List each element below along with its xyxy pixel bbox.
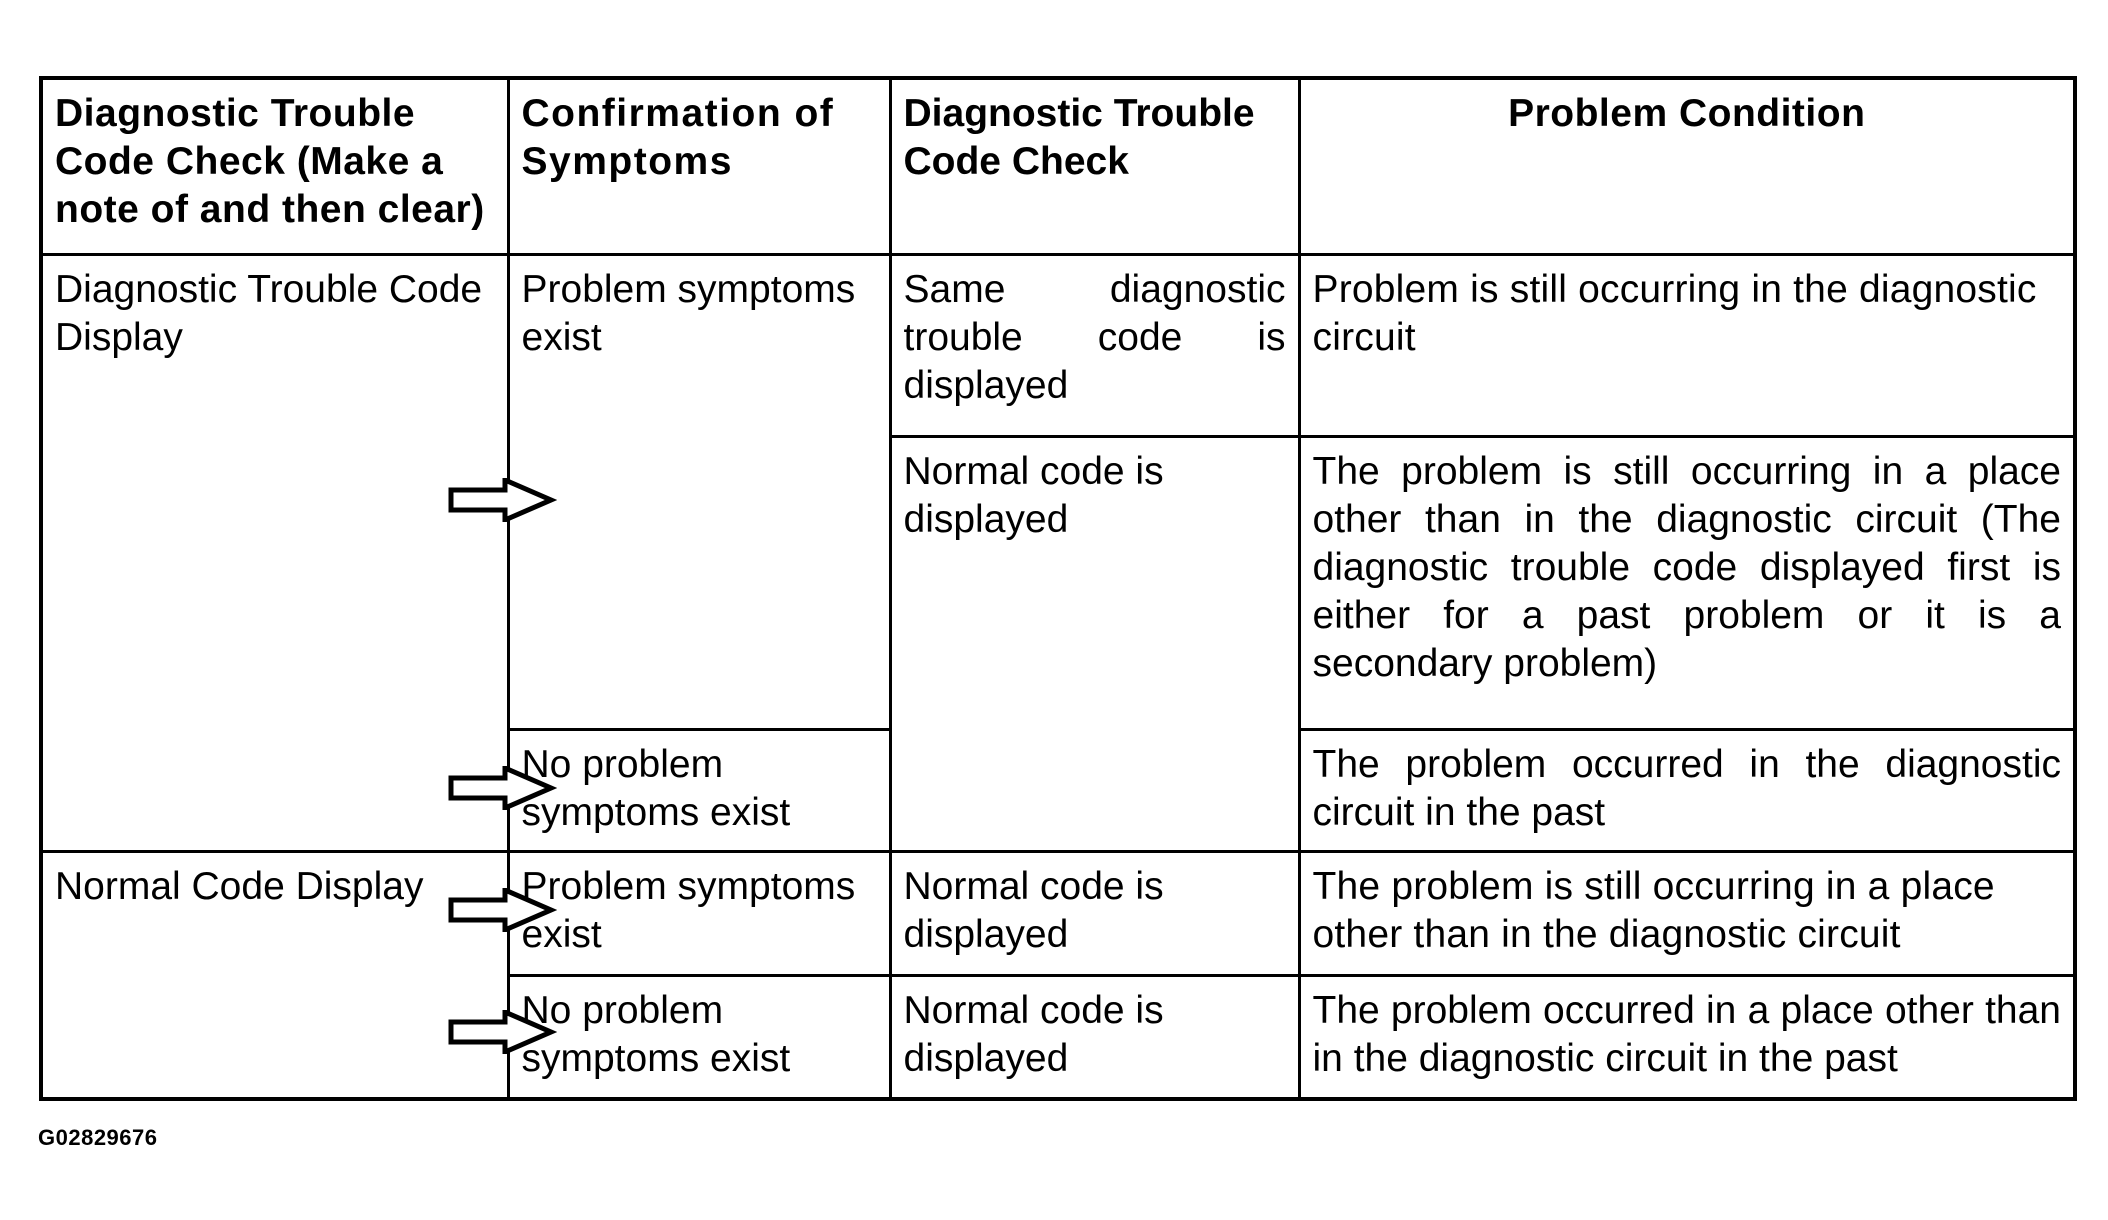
symptoms-cell: No problem symptoms exist: [506, 727, 892, 853]
header-row: Diagnostic Trouble Code Check (Make a no…: [39, 76, 2077, 256]
dtc-display-cell: Diagnostic Trouble Code Display: [39, 252, 510, 853]
symptoms-cell: No problem symptoms exist: [506, 973, 892, 1101]
diagnostic-trouble-code-table: Diagnostic Trouble Code Check (Make a no…: [39, 76, 2077, 1101]
arrow-right-icon: [448, 1010, 557, 1054]
table-row: No problem symptoms exist Normal code is…: [41, 973, 2077, 1101]
normal-code-display-cell: Normal Code Display: [39, 849, 510, 1101]
problem-condition-cell: The problem occurred in a place other th…: [1297, 973, 2077, 1101]
header-dtc-check-note-clear: Diagnostic Trouble Code Check (Make a no…: [39, 76, 510, 256]
check-result-cell: Normal code is displayed: [888, 849, 1301, 977]
table-row: No problem symptoms exist The problem oc…: [41, 727, 2077, 853]
problem-condition-cell: The problem is still occurring in a plac…: [1297, 434, 2077, 731]
problem-condition-cell: The problem occurred in the diagnostic c…: [1297, 727, 2077, 853]
check-result-cell: Normal code is displayed: [888, 434, 1301, 853]
table-row: Normal code is displayed The problem is …: [41, 434, 2077, 853]
symptoms-cell: Problem symptoms exist: [506, 252, 892, 731]
figure-reference-code: G02829676: [38, 1125, 158, 1150]
check-result-cell: Same diagnostic trouble code is displaye…: [888, 252, 1301, 438]
arrow-right-icon: [448, 888, 557, 932]
table-row: Normal Code Display Problem symptoms exi…: [39, 849, 2077, 1101]
problem-condition-cell: Problem is still occurring in the diagno…: [1297, 252, 2077, 438]
arrow-right-icon: [448, 766, 557, 810]
problem-condition-cell: The problem is still occurring in a plac…: [1297, 849, 2077, 977]
header-dtc-check: Diagnostic Trouble Code Check: [888, 76, 1301, 256]
symptoms-cell: Problem symptoms exist: [506, 849, 892, 977]
check-result-cell: Normal code is displayed: [888, 973, 1301, 1101]
header-confirmation-of-symptoms: Confirmation of Symptoms: [506, 76, 892, 256]
table-row: Diagnostic Trouble Code Display Problem …: [39, 252, 2077, 853]
arrow-right-icon: [448, 478, 557, 522]
header-problem-condition: Problem Condition: [1297, 76, 2077, 256]
